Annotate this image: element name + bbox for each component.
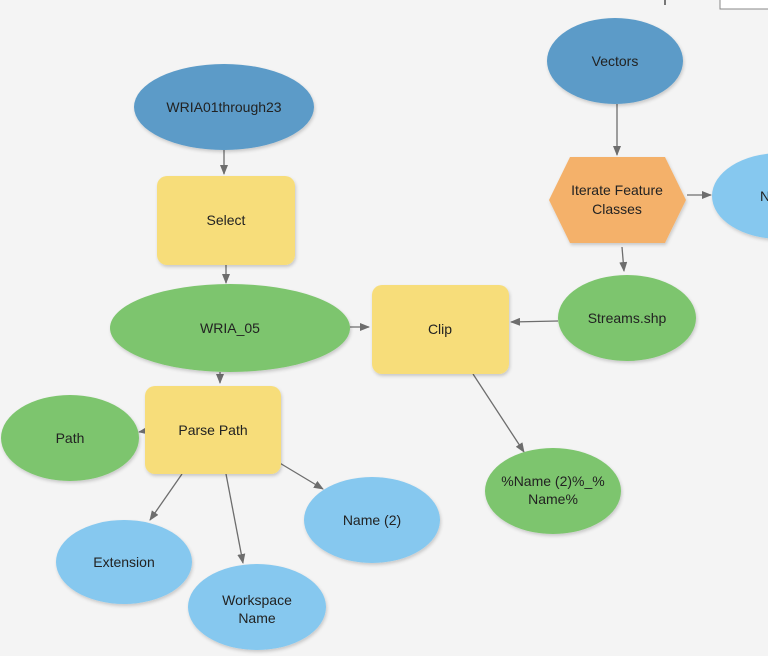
tool-rect [372, 285, 509, 374]
edge-iterate-to-streams [619, 246, 628, 272]
variable-ellipse [712, 153, 768, 239]
input-ellipse [547, 18, 683, 104]
derived-ellipse [485, 448, 621, 534]
input-wria01through23[interactable]: WRIA01through23 [134, 64, 314, 150]
node-label: Clip [428, 321, 452, 337]
variable-ellipse [188, 564, 326, 650]
node-label: Name% [528, 491, 578, 507]
derived-data-clip-output[interactable]: %Name (2)%_% Name% [485, 448, 621, 534]
derived-ellipse [110, 284, 350, 372]
node-label: Name (2) [343, 512, 401, 528]
node-label: Workspace [222, 592, 292, 608]
derived-data-path[interactable]: Path [1, 395, 139, 481]
edge-streams-to-clip [510, 317, 559, 326]
derived-ellipse [1, 395, 139, 481]
tool-select[interactable]: Select [157, 176, 295, 265]
node-label: N [760, 188, 768, 204]
iterator-hexagon [549, 157, 686, 243]
edge-parsepath-to-name2 [277, 461, 324, 490]
node-label: WRIA_05 [200, 320, 260, 336]
variable-name-partial[interactable]: N [712, 153, 768, 239]
connectors [138, 104, 712, 564]
corner-tick-fragment [664, 0, 666, 5]
node-label: Extension [93, 554, 154, 570]
iterator-iterate-feature-classes[interactable]: Iterate Feature Classes [549, 157, 686, 243]
edge-clip-to-output [472, 373, 525, 453]
derived-data-wria-05[interactable]: WRIA_05 [110, 284, 350, 372]
node-label: %Name (2)%_% [501, 473, 604, 489]
node-label: Name [238, 610, 276, 626]
node-label: Iterate Feature [571, 182, 663, 198]
node-label: Classes [592, 201, 642, 217]
input-vectors[interactable]: Vectors [547, 18, 683, 104]
derived-ellipse [558, 275, 696, 361]
node-label: Select [207, 212, 246, 228]
node-label: Vectors [592, 53, 639, 69]
node-label: Parse Path [178, 422, 247, 438]
derived-data-streams-shp[interactable]: Streams.shp [558, 275, 696, 361]
tool-clip[interactable]: Clip [372, 285, 509, 374]
node-label: Streams.shp [588, 310, 667, 326]
node-label: WRIA01through23 [166, 99, 281, 115]
node-label: Path [56, 430, 85, 446]
variable-extension[interactable]: Extension [56, 520, 192, 604]
corner-panel-fragment [719, 0, 768, 10]
edge-parsepath-to-workspace [225, 473, 246, 564]
variable-workspace-name[interactable]: Workspace Name [188, 564, 326, 650]
variable-ellipse [56, 520, 192, 604]
input-ellipse [134, 64, 314, 150]
edge-parsepath-to-extension [149, 473, 183, 521]
variable-name-2[interactable]: Name (2) [304, 477, 440, 563]
variable-ellipse [304, 477, 440, 563]
edge-parsepath-to-path [138, 426, 149, 435]
tool-rect [145, 386, 281, 474]
tool-rect [157, 176, 295, 265]
tool-parse-path[interactable]: Parse Path [145, 386, 281, 474]
